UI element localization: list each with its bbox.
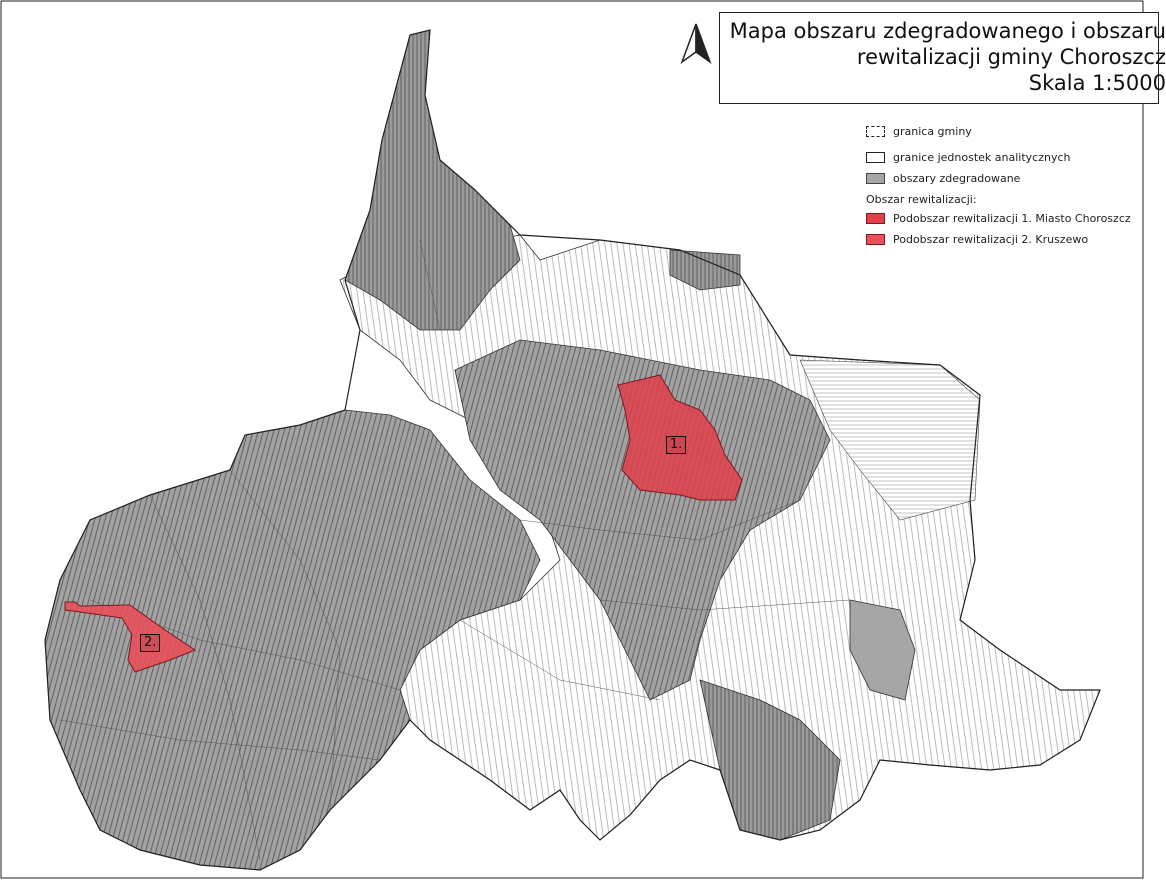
revitalization-area-2[interactable]	[64, 601, 197, 673]
municipal-boundary	[44, 29, 1101, 871]
parcel-lines	[59, 239, 851, 861]
legend-swatch-rev-2	[866, 234, 885, 245]
legend-swatch-outline	[866, 152, 885, 163]
degraded-northeast	[669, 249, 741, 291]
area-2-label: 2.	[140, 634, 161, 652]
degraded-southeast	[849, 599, 916, 701]
map-canvas[interactable]	[0, 0, 1144, 879]
legend-swatch-degraded	[866, 173, 885, 184]
title-line-2: rewitalizacji gminy Choroszcz	[856, 45, 1166, 69]
legend-swatch-dashed	[866, 126, 885, 137]
title-line-1: Mapa obszaru zdegradowanego i obszaru	[729, 19, 1166, 43]
area-1-label: 1.	[666, 436, 687, 454]
map-border	[0, 0, 1144, 879]
legend-swatch-rev-1	[866, 213, 885, 224]
unit-east-region	[799, 359, 981, 521]
north-arrow-icon	[680, 23, 712, 65]
degraded-central	[454, 339, 831, 701]
title-line-3: Skala 1:5000	[1028, 71, 1166, 95]
title-box: Mapa obszaru zdegradowanego i obszaru re…	[719, 12, 1166, 104]
revitalization-area-1[interactable]	[617, 374, 743, 501]
degraded-north	[344, 29, 521, 331]
